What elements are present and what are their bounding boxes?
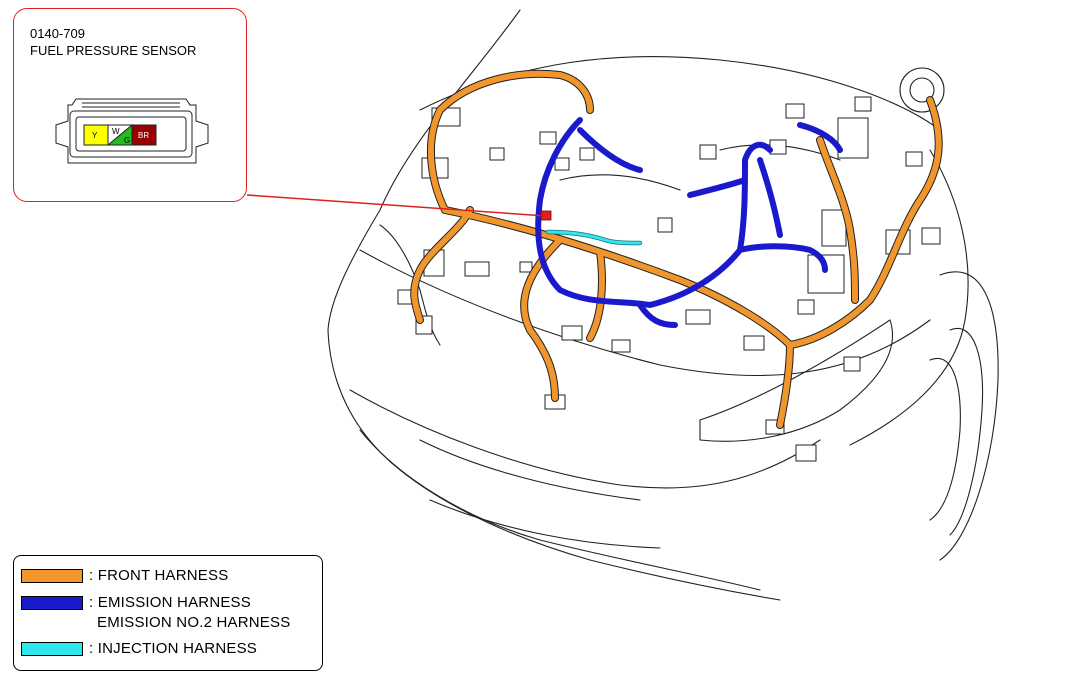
legend-swatch-emission	[21, 596, 83, 610]
legend-item-front: : FRONT HARNESS	[21, 566, 228, 586]
bumper-line	[349, 389, 821, 489]
pin-br	[131, 124, 157, 146]
lower-valance	[359, 429, 761, 591]
connector-face: Y W G BR	[55, 98, 209, 164]
sensor-callout: 0140-709 FUEL PRESSURE SENSOR Y W G BR	[13, 8, 247, 202]
pin-label-y: Y	[92, 131, 98, 140]
fender-right	[849, 149, 969, 446]
pin-label-w: W	[112, 127, 120, 136]
legend-label-emission: : EMISSION HARNESS	[89, 594, 251, 611]
strut-mount-inner	[909, 77, 935, 103]
grille-upper	[419, 439, 641, 501]
headlight	[699, 319, 894, 442]
legend-item-emission: : EMISSION HARNESS EMISSION NO.2 HARNESS	[21, 593, 290, 633]
hood-edge	[327, 9, 521, 331]
harness-legend: : FRONT HARNESS : EMISSION HARNESS EMISS…	[13, 555, 323, 671]
strut-mount	[899, 67, 945, 113]
legend-label-front: : FRONT HARNESS	[89, 567, 229, 584]
legend-item-injection: : INJECTION HARNESS	[21, 639, 257, 659]
part-name: FUEL PRESSURE SENSOR	[30, 43, 197, 58]
legend-swatch-injection	[21, 642, 83, 656]
wheel-inner	[949, 327, 984, 536]
part-code: 0140-709	[30, 26, 85, 41]
pin-label-g: G	[124, 136, 130, 145]
wheel-arch	[939, 271, 999, 561]
fuel-pressure-sensor-marker	[540, 210, 552, 221]
grille-lower	[429, 499, 661, 549]
wheel-rim	[929, 357, 961, 521]
fender-left	[327, 329, 781, 601]
legend-swatch-front	[21, 569, 83, 583]
pin-label-br: BR	[138, 131, 149, 140]
legend-label-injection: : INJECTION HARNESS	[89, 640, 257, 657]
leader-line	[246, 194, 547, 217]
legend-label-emission-no2: EMISSION NO.2 HARNESS	[97, 614, 291, 631]
